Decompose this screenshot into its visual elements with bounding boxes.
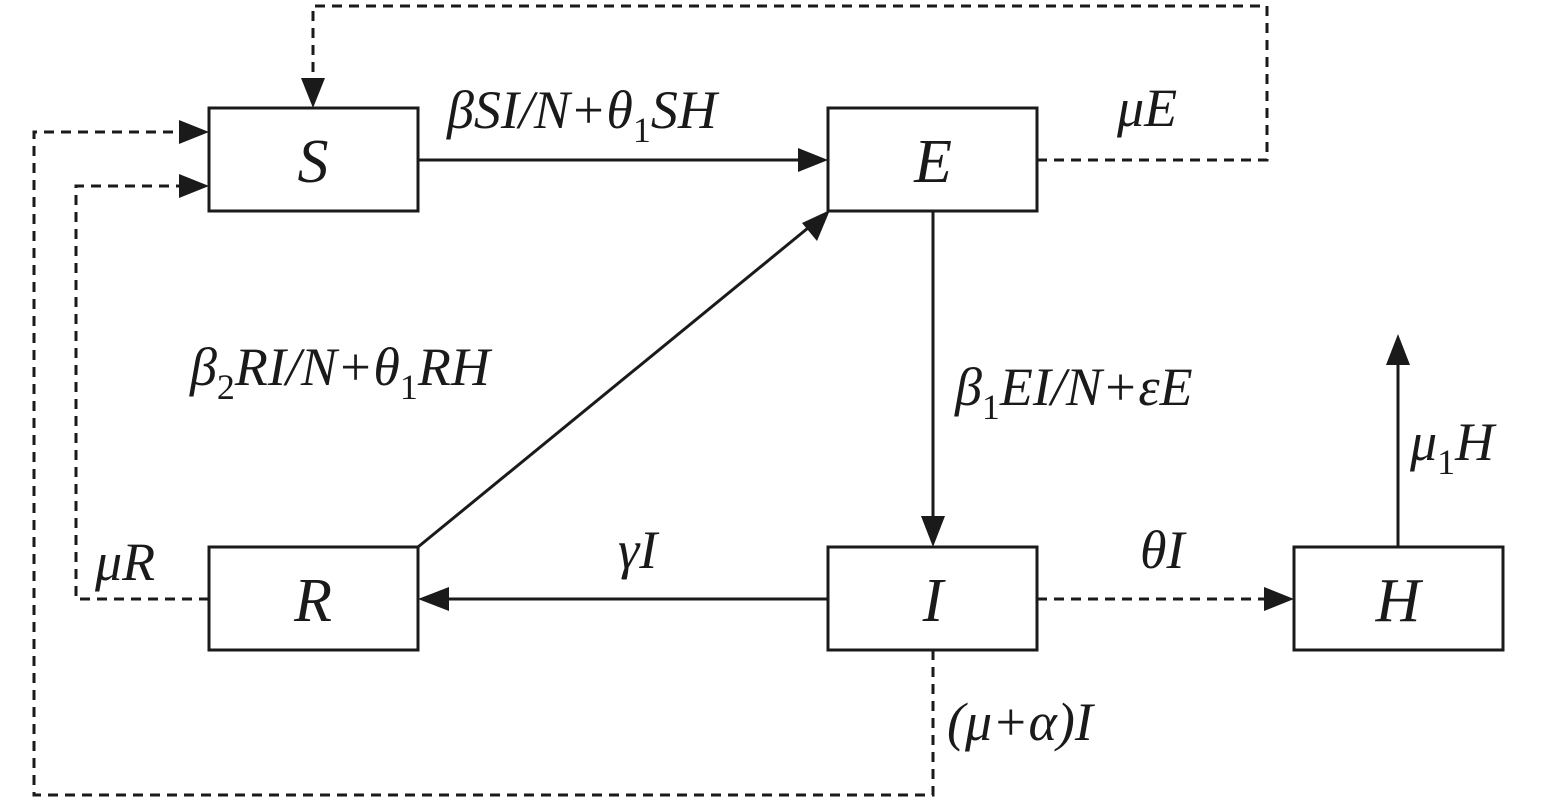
dashed-arrow-i-to-h xyxy=(1037,587,1294,611)
arrow-s-to-e xyxy=(418,148,828,172)
label-r-to-e: β2RI/N+θ1RH xyxy=(189,337,493,407)
dashed-arrow-r-to-s xyxy=(74,174,209,601)
label-s-to-e: βSI/N+θ1SH xyxy=(446,80,720,150)
label-i-to-h: θI xyxy=(1140,520,1188,580)
node-i: I xyxy=(826,545,1039,652)
label-i-to-r: γI xyxy=(618,520,660,580)
node-i-label: I xyxy=(922,567,947,635)
label-h-exit: μ1H xyxy=(1409,412,1497,482)
label-r-exit: μR xyxy=(94,532,155,592)
dashed-arrow-i-to-s xyxy=(32,120,935,797)
label-e-exit: μE xyxy=(1116,78,1177,138)
label-i-exit: (μ+α)I xyxy=(947,692,1096,752)
arrow-e-to-i xyxy=(921,211,945,547)
node-e: E xyxy=(826,106,1039,213)
node-s: S xyxy=(207,106,420,213)
node-s-label: S xyxy=(298,128,329,196)
arrow-h-exit xyxy=(1386,334,1410,547)
node-r: R xyxy=(207,545,420,652)
label-e-to-i: β1EI/N+εE xyxy=(954,357,1193,427)
node-h-label: H xyxy=(1375,567,1424,635)
dashed-arrow-e-to-s xyxy=(301,4,1269,162)
node-r-label: R xyxy=(293,567,332,635)
arrow-r-to-e xyxy=(417,210,830,549)
node-h: H xyxy=(1292,545,1505,652)
node-e-label: E xyxy=(913,128,952,196)
arrow-i-to-r xyxy=(418,587,828,611)
